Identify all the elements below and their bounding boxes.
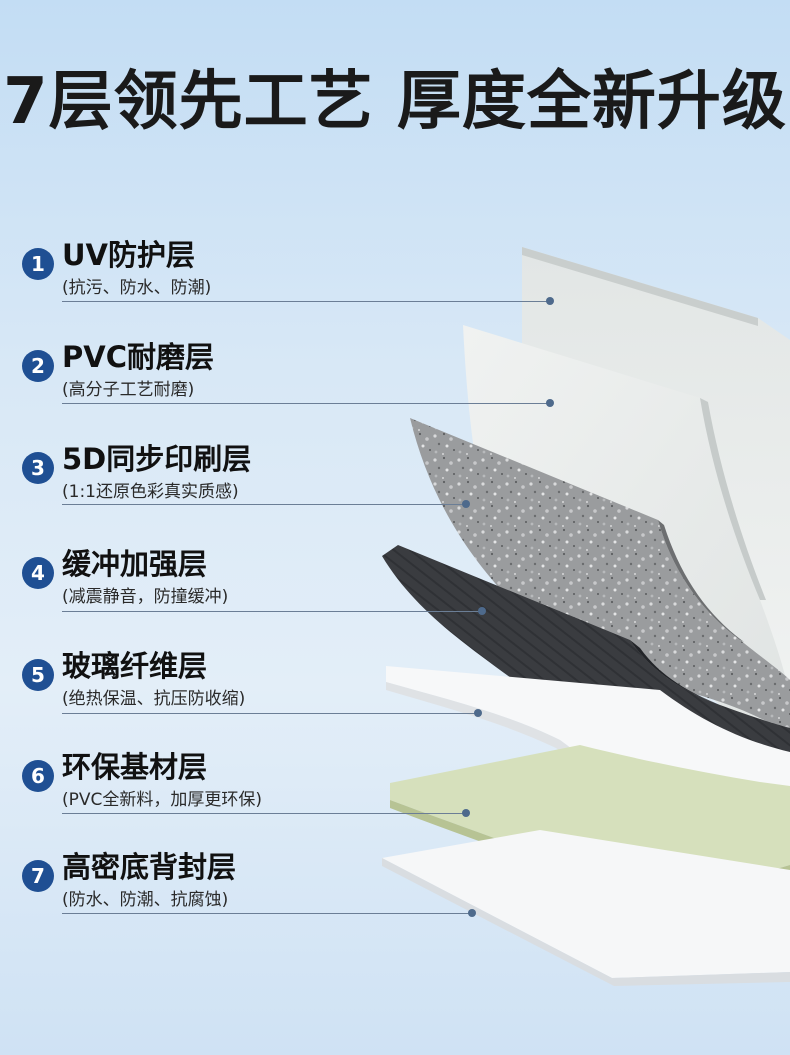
layer-description: (抗污、防水、防潮)	[62, 278, 212, 298]
layer-number-badge: 2	[22, 350, 54, 382]
leader-dot-2	[546, 399, 554, 407]
leader-line-1	[62, 301, 550, 302]
layer-title: UV防护层	[62, 238, 195, 272]
layer-title: 5D同步印刷层	[62, 442, 252, 476]
layer-number-badge: 6	[22, 760, 54, 792]
leader-dot-1	[546, 297, 554, 305]
leader-line-6	[62, 813, 466, 814]
layer-description: (1:1还原色彩真实质感)	[62, 482, 239, 502]
layer-description: (减震静音，防撞缓冲)	[62, 587, 229, 607]
leader-dot-7	[468, 909, 476, 917]
layer-title: 高密底背封层	[62, 850, 237, 884]
layer-description: (PVC全新料，加厚更环保)	[62, 790, 263, 810]
layer-number-badge: 3	[22, 452, 54, 484]
layer-number-badge: 5	[22, 659, 54, 691]
layer-description: (高分子工艺耐磨)	[62, 380, 195, 400]
leader-dot-5	[474, 709, 482, 717]
layer-title: PVC耐磨层	[62, 340, 214, 374]
leader-dot-3	[462, 500, 470, 508]
layer-description: (绝热保温、抗压防收缩)	[62, 689, 246, 709]
leader-line-7	[62, 913, 472, 914]
layer-title: 玻璃纤维层	[62, 649, 208, 683]
layer-description: (防水、防潮、抗腐蚀)	[62, 890, 229, 910]
pvc-layer-edge	[700, 398, 766, 600]
leader-dot-4	[478, 607, 486, 615]
layer-number-badge: 1	[22, 248, 54, 280]
layer-number-badge: 7	[22, 860, 54, 892]
print-layer-sheet	[410, 418, 790, 735]
leader-dot-6	[462, 809, 470, 817]
headline: 7层领先工艺 厚度全新升级	[3, 65, 787, 139]
leader-line-2	[62, 403, 550, 404]
layer-title: 缓冲加强层	[62, 547, 208, 581]
layer-number-badge: 4	[22, 557, 54, 589]
leader-line-5	[62, 713, 478, 714]
leader-line-3	[62, 504, 466, 505]
layer-title: 环保基材层	[62, 750, 208, 784]
uv-layer-edge	[522, 247, 758, 326]
back-layer-sheet	[382, 830, 790, 978]
leader-line-4	[62, 611, 482, 612]
